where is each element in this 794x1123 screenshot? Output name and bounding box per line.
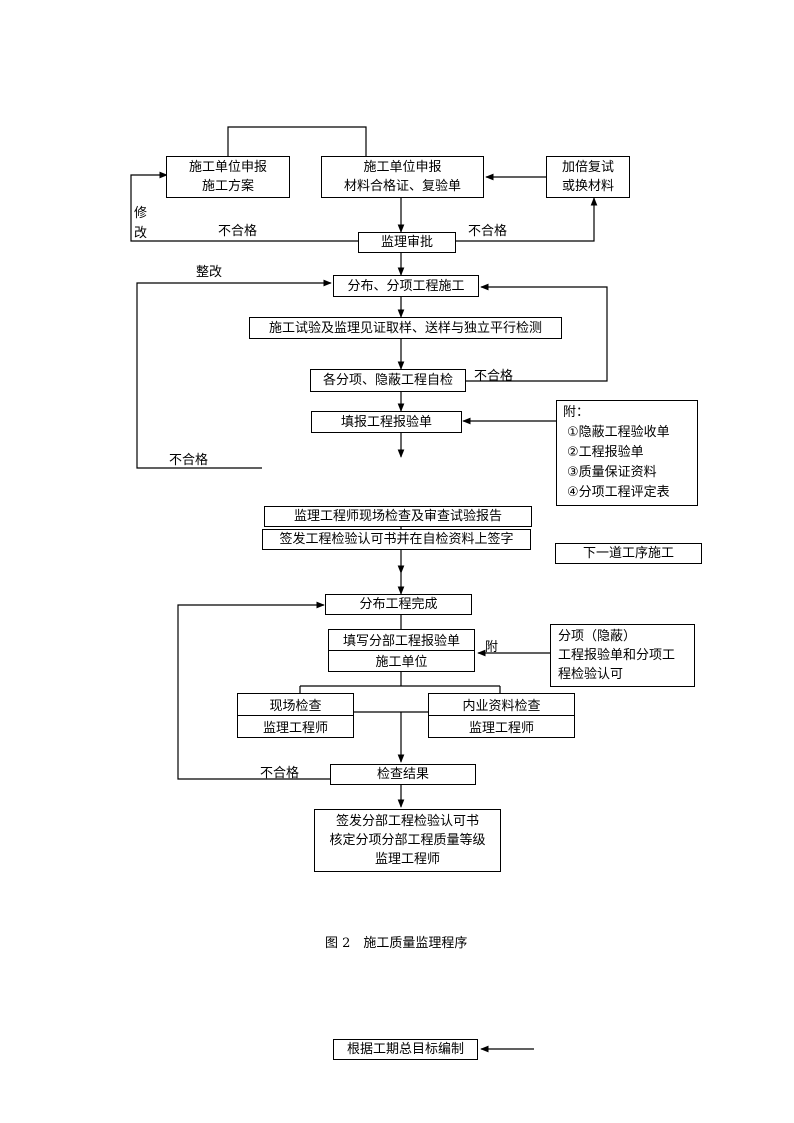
attached-label: 附 [485,640,499,655]
modify-label-1: 修 [134,206,148,221]
engineer-check-box: 监理工程师现场检查及审查试验报告 [264,506,532,527]
fail-label-result: 不合格 [260,766,300,781]
fill-report-box: 填报工程报验单 [311,411,462,433]
fill-report-text: 填报工程报验单 [340,414,432,430]
fail-label-left-review: 不合格 [218,224,258,239]
fill-division-line2: 施工单位 [375,655,428,671]
construction-test-box: 施工试验及监理见证取样、送样与独立平行检测 [249,317,562,339]
site-check-box: 现场检查 监理工程师 [237,693,354,738]
self-inspection-text: 各分项、隐蔽工程自检 [322,373,453,388]
check-result-box: 检查结果 [330,764,476,785]
retest-line1: 加倍复试 [561,160,614,175]
submit-plan-box: 施工单位申报 施工方案 [166,156,290,198]
submit-plan-line1: 施工单位申报 [188,160,267,175]
attachment-item-2: ②工程报验单 [567,445,644,460]
attachment2-line3: 程检验认可 [558,667,624,682]
doc-check-line2: 监理工程师 [468,720,534,736]
next-process-box: 下一道工序施工 [555,543,702,564]
supervisor-review-text: 监理审批 [380,235,433,250]
schedule-text: 根据工期总目标编制 [346,1042,464,1057]
supervisor-review-box: 监理审批 [358,232,456,253]
fail-label-self-check: 不合格 [474,369,514,384]
retest-box: 加倍复试 或换材料 [546,156,630,198]
division-complete-text: 分布工程完成 [359,597,438,612]
sign-division-line3: 监理工程师 [374,852,440,867]
sign-division-line1: 签发分部工程检验认可书 [335,814,479,829]
check-result-text: 检查结果 [376,767,429,782]
attachment2-box: 分项（隐蔽） 工程报验单和分项工 程检验认可 [550,624,695,687]
attachments-box: 附： ①隐蔽工程验收单 ②工程报验单 ③质量保证资料 ④分项工程评定表 [556,400,698,506]
sign-division-box: 签发分部工程检验认可书 核定分项分部工程质量等级 监理工程师 [314,809,501,872]
sign-permit-text: 签发工程检验认可书并在自检资料上签字 [279,532,514,547]
sub-construction-box: 分布、分项工程施工 [333,275,479,297]
schedule-box: 根据工期总目标编制 [333,1039,478,1060]
fail-label-rectify-loop: 不合格 [169,453,209,468]
attachments-title: 附： [563,405,590,420]
figure-caption: 图 2 施工质量监理程序 [325,936,468,951]
attachment2-line2: 工程报验单和分项工 [558,648,676,663]
sign-division-line2: 核定分项分部工程质量等级 [329,833,486,848]
submit-materials-box: 施工单位申报 材料合格证、复验单 [321,156,484,198]
retest-line2: 或换材料 [561,179,614,194]
site-check-line2: 监理工程师 [262,720,328,736]
next-process-text: 下一道工序施工 [582,546,674,561]
doc-check-line1: 内业资料检查 [429,694,574,716]
engineer-check-text: 监理工程师现场检查及审查试验报告 [293,509,502,524]
fill-division-line1: 填写分部工程报验单 [329,630,474,651]
doc-check-box: 内业资料检查 监理工程师 [428,693,575,738]
division-complete-box: 分布工程完成 [325,594,472,615]
submit-materials-line2: 材料合格证、复验单 [343,179,461,194]
fill-division-box: 填写分部工程报验单 施工单位 [328,629,475,672]
attachment-item-3: ③质量保证资料 [567,465,657,480]
submit-materials-line1: 施工单位申报 [363,160,442,175]
self-inspection-box: 各分项、隐蔽工程自检 [310,369,466,392]
sign-permit-box: 签发工程检验认可书并在自检资料上签字 [262,529,531,550]
modify-label-2: 改 [134,226,148,241]
fail-label-right-review: 不合格 [468,224,508,239]
attachment-item-1: ①隐蔽工程验收单 [567,425,670,440]
submit-plan-line2: 施工方案 [201,179,254,194]
attachment-item-4: ④分项工程评定表 [567,485,670,500]
rectify-label: 整改 [196,265,223,280]
sub-construction-text: 分布、分项工程施工 [347,278,465,294]
site-check-line1: 现场检查 [238,694,353,716]
construction-test-text: 施工试验及监理见证取样、送样与独立平行检测 [268,320,542,336]
attachment2-line1: 分项（隐蔽） [558,629,637,644]
